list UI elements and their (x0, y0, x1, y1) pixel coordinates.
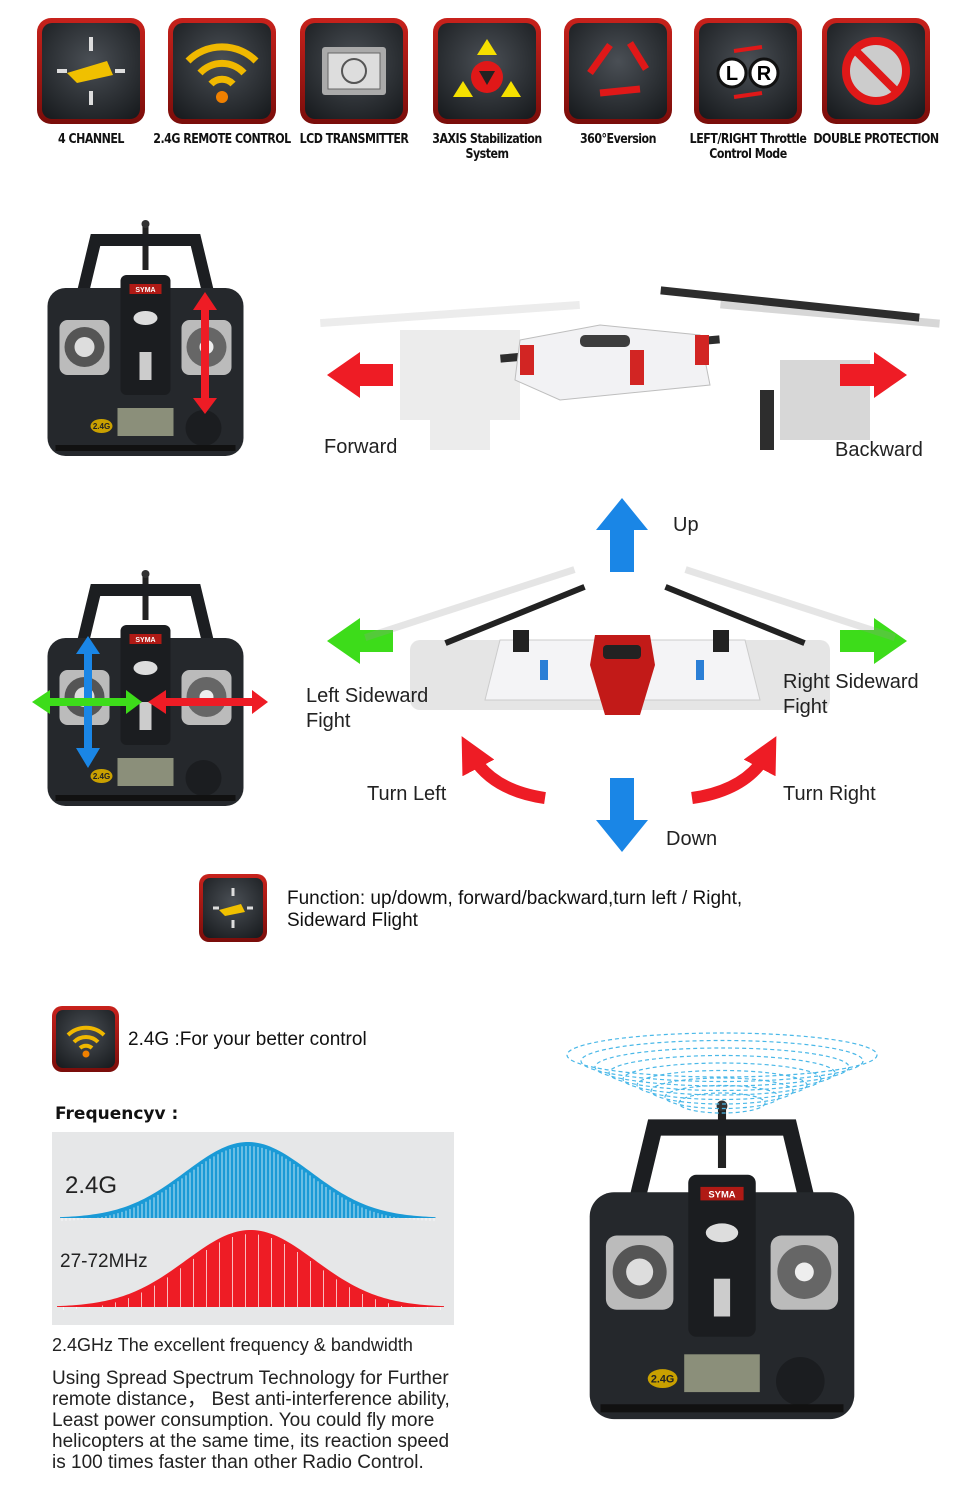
feature-badge (822, 18, 930, 124)
control-title: 2.4G :For your better control (128, 1029, 367, 1050)
description-line: helicopters at the same time, its reacti… (52, 1431, 450, 1452)
wave-ring (650, 1077, 794, 1105)
turn-right-arrow (691, 736, 777, 804)
label-backward: Backward (835, 439, 923, 461)
control-badge (52, 1006, 119, 1072)
feature-label: DOUBLE PROTECTION (813, 132, 939, 147)
radio-wave-signal (566, 1032, 878, 1114)
feature-label: 360°Eversion (580, 132, 657, 147)
triangle-axis-icon (453, 39, 521, 97)
description-line: Using Spread Spectrum Technology for Fur… (52, 1368, 449, 1389)
feature-badge (300, 18, 408, 124)
feature-label: 2.4G REMOTE CONTROL (153, 132, 291, 147)
up-arrow (596, 498, 648, 572)
lcd-screen-icon (322, 47, 386, 95)
wave-ring (594, 1047, 850, 1087)
forward-arrow (327, 352, 393, 398)
label-forward: Forward (324, 436, 398, 458)
svg-text:2.4G: 2.4G (93, 772, 110, 781)
wave-27-72mhz (57, 1230, 444, 1307)
wave-ring (678, 1092, 766, 1114)
frequency-chart: 2.4G 27-72MHz (52, 1132, 454, 1325)
function-line-1: Function: up/dowm, forward/backward,turn… (287, 888, 743, 909)
remote-controller-image-2: SYMA 2.4G (44, 570, 247, 810)
stick-arrows-red-2 (148, 690, 268, 714)
wifi-signal-icon (66, 1025, 105, 1058)
feature-badge (564, 18, 672, 124)
function-line-2: Sideward Flight (287, 910, 418, 931)
description-line: remote distance， Best anti-interference … (52, 1389, 450, 1410)
svg-text:2.4G: 2.4G (93, 422, 110, 431)
svg-text:SYMA: SYMA (708, 1190, 735, 1201)
function-description: Function: up/dowm, forward/backward,turn… (287, 888, 742, 932)
wave-ring (664, 1084, 780, 1110)
wave-ring (580, 1039, 864, 1083)
label-down: Down (666, 828, 718, 850)
label-right-sideward-line1: Right Sideward (783, 671, 919, 693)
right-sideward-arrow (840, 618, 907, 664)
down-arrow (596, 778, 648, 852)
label-right-sideward-line2: Fight (783, 696, 828, 718)
description-line: Least power consumption. You could fly m… (52, 1410, 435, 1431)
turn-left-arrow (461, 736, 546, 804)
wave-ring (622, 1062, 822, 1096)
drone-image-front-view (364, 566, 896, 715)
drone-image-forward-backward (320, 286, 940, 450)
feature-label: 4 CHANNEL (58, 132, 124, 147)
label-turn-left: Turn Left (367, 783, 447, 805)
label-up: Up (673, 514, 699, 536)
feature-label: LEFT/RIGHT Throttle Control Mode (689, 132, 807, 162)
svg-text:SYMA: SYMA (135, 637, 155, 644)
svg-text:L: L (726, 63, 738, 85)
frequency-caption: 2.4GHz The excellent frequency & bandwid… (52, 1335, 413, 1355)
stick-arrow-up-down-red (193, 292, 217, 414)
stick-arrows-green (32, 690, 142, 714)
wave-ring (608, 1054, 836, 1092)
series-label-27-72mhz: 27-72MHz (60, 1251, 148, 1272)
label-left-sideward-line1: Left Sideward (306, 685, 429, 707)
wave-ring (566, 1032, 878, 1078)
helicopter-directions-icon (57, 37, 125, 105)
svg-text:SYMA: SYMA (135, 287, 155, 294)
rotate-arrows-icon (587, 41, 649, 97)
feature-label: 3AXIS Stabilization System (432, 132, 542, 162)
feature-badge (37, 18, 145, 124)
label-turn-right: Turn Right (783, 783, 876, 805)
remote-controller-image-1: SYMA 2.4G (44, 220, 247, 460)
svg-text:R: R (757, 63, 772, 85)
feature-label: LCD TRANSMITTER (299, 132, 409, 147)
feature-badge (433, 18, 541, 124)
feature-badge (168, 18, 276, 124)
backward-arrow (840, 352, 907, 398)
series-label-2-4g: 2.4G (65, 1172, 118, 1199)
svg-text:2.4G: 2.4G (651, 1374, 674, 1386)
description-line: is 100 times faster than other Radio Con… (52, 1452, 424, 1473)
label-left-sideward-line2: Fight (306, 710, 351, 732)
function-badge (199, 874, 267, 942)
helicopter-directions-icon (213, 888, 253, 928)
wave-ring (636, 1069, 808, 1101)
remote-controller-image-3: SYMA 2.4G (587, 1100, 857, 1425)
frequency-label: Frequencyv : (55, 1104, 179, 1124)
frequency-description: Using Spread Spectrum Technology for Fur… (52, 1368, 450, 1473)
wifi-signal-icon (185, 43, 259, 103)
protection-prohibited-icon (842, 37, 910, 105)
left-sideward-arrow (327, 618, 393, 664)
